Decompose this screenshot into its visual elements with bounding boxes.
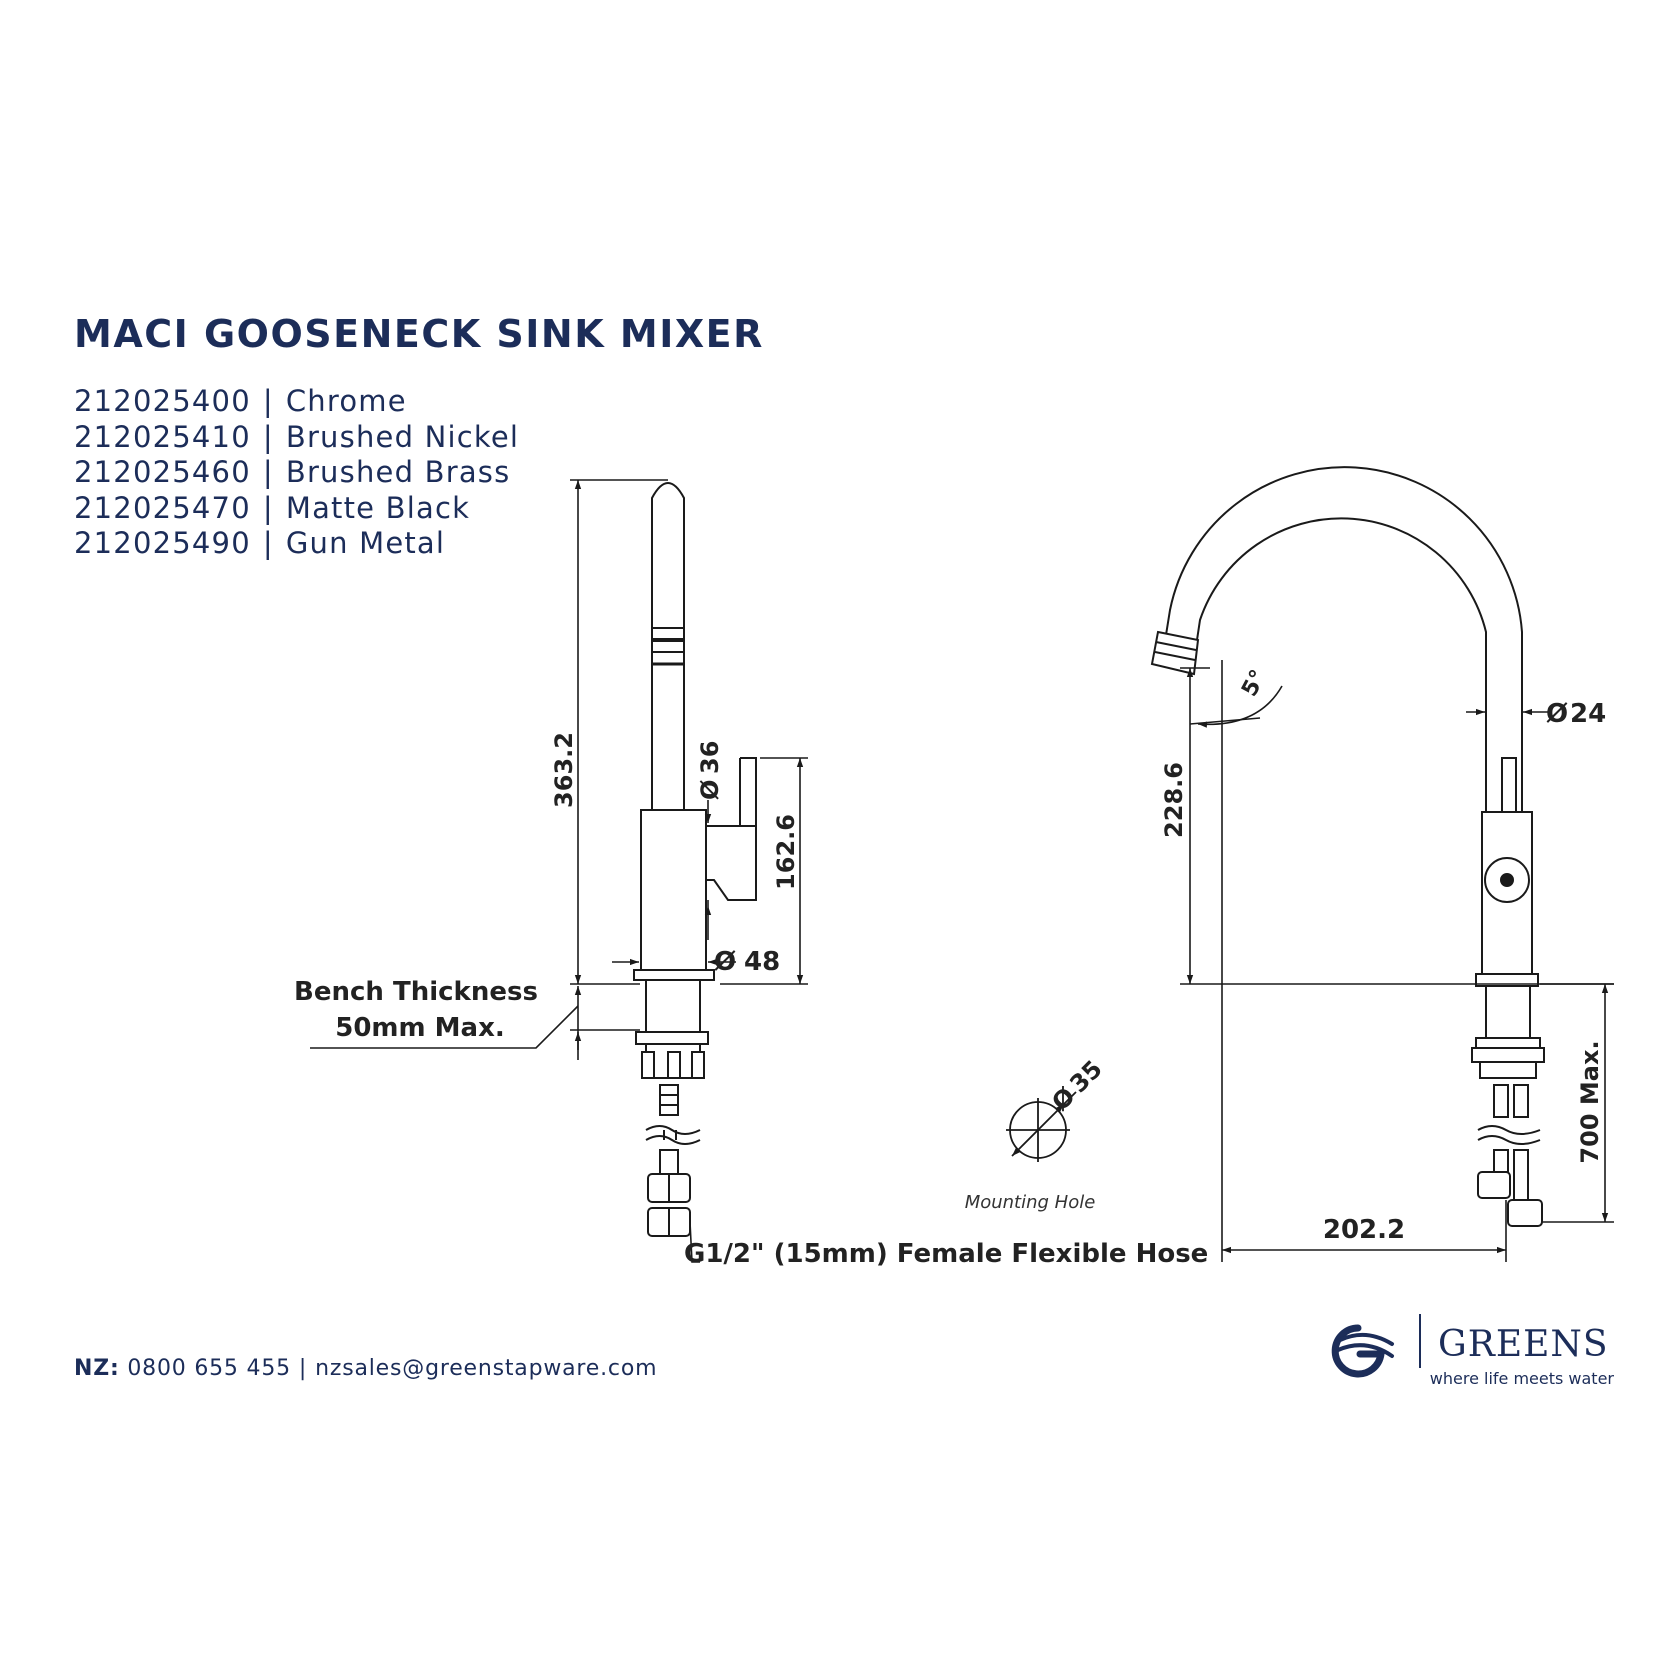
variant-item: 212025470 | Matte Black bbox=[74, 491, 519, 527]
product-title: MACI GOOSENECK SINK MIXER bbox=[74, 312, 764, 356]
separator: | bbox=[262, 384, 274, 418]
greens-logo: GREENS where life meets water bbox=[1331, 1314, 1615, 1388]
variant-code: 212025460 bbox=[74, 455, 251, 489]
contact-region: NZ: bbox=[74, 1356, 120, 1381]
dim-handle-dia-label: 36 bbox=[696, 741, 724, 774]
dim-spout-height-label: 228.6 bbox=[1160, 762, 1188, 838]
dim-handle-height-label: 162.6 bbox=[772, 814, 800, 890]
side-dimensions bbox=[310, 479, 808, 1263]
dim-hose-length-label: 700 Max. bbox=[1576, 1040, 1604, 1163]
variant-item: 212025490 | Gun Metal bbox=[74, 526, 519, 562]
logo-tagline: where life meets water bbox=[1430, 1369, 1615, 1388]
variant-finish: Brushed Brass bbox=[285, 455, 511, 489]
dim-body-dia-symbol: Ø bbox=[714, 947, 736, 977]
contact-line: NZ: 0800 655 455 | nzsales@greenstapware.c… bbox=[74, 1356, 657, 1381]
separator: | bbox=[262, 419, 274, 454]
mounting-hole-label: Mounting Hole bbox=[965, 1192, 1096, 1213]
contact-email[interactable]: nzsales@greenstapware.com bbox=[315, 1356, 658, 1381]
bench-thickness-label: Bench Thickness bbox=[294, 977, 538, 1007]
separator: | bbox=[262, 490, 274, 525]
dim-handle-dia-symbol: Ø bbox=[696, 780, 724, 800]
logo-brand: GREENS bbox=[1438, 1324, 1609, 1365]
separator: | bbox=[298, 1356, 308, 1381]
variant-code: 212025410 bbox=[74, 419, 251, 454]
dim-reach-label: 202.2 bbox=[1323, 1215, 1405, 1245]
bench-thickness-max-label: 50mm Max. bbox=[335, 1013, 504, 1043]
contact-phone: 0800 655 455 bbox=[127, 1356, 291, 1381]
front-dimensions bbox=[1180, 660, 1614, 1262]
side-view bbox=[633, 482, 757, 1237]
variant-code: 212025490 bbox=[74, 526, 251, 560]
side-body bbox=[640, 809, 707, 971]
variant-list: 212025400 | Chrome 212025410 | Brushed Nicke… bbox=[74, 384, 519, 562]
dim-height-label: 363.2 bbox=[550, 732, 578, 808]
side-handle-cap bbox=[705, 825, 757, 901]
dim-spout-angle-label: 5° bbox=[1237, 666, 1271, 701]
variant-finish: Gun Metal bbox=[285, 526, 446, 560]
variant-finish: Chrome bbox=[285, 384, 407, 418]
variant-code: 212025470 bbox=[74, 490, 251, 525]
dim-spout-dia-label: 24 bbox=[1570, 699, 1606, 729]
side-handle bbox=[739, 757, 757, 826]
hose-label: G1/2" (15mm) Female Flexible Hose bbox=[684, 1239, 1208, 1269]
variant-item: 212025410 | Brushed Nickel bbox=[74, 420, 519, 456]
variant-item: 212025400 | Chrome bbox=[74, 384, 519, 420]
greens-wave-icon bbox=[1331, 1324, 1394, 1378]
spout-angle-arc bbox=[1197, 685, 1283, 728]
separator: | bbox=[262, 455, 274, 489]
side-spout bbox=[651, 482, 685, 810]
variant-item: 212025460 | Brushed Brass bbox=[74, 455, 519, 491]
variant-code: 212025400 bbox=[74, 384, 251, 418]
variant-finish: Brushed Nickel bbox=[285, 419, 520, 454]
front-gooseneck bbox=[1193, 517, 1487, 948]
variant-finish: Matte Black bbox=[285, 490, 471, 525]
dimension-labels: 363.2 162.6 Ø 36 Ø 48 228.6 Ø 24 5° 700 … bbox=[294, 666, 1606, 1269]
dim-hole-dia-label: 35 bbox=[1064, 1055, 1107, 1098]
front-view bbox=[1150, 466, 1545, 1227]
dim-spout-dia-symbol: Ø bbox=[1546, 699, 1568, 729]
mounting-hole bbox=[1006, 1091, 1077, 1162]
separator: | bbox=[262, 526, 274, 560]
dim-body-dia-label: 48 bbox=[744, 947, 780, 977]
